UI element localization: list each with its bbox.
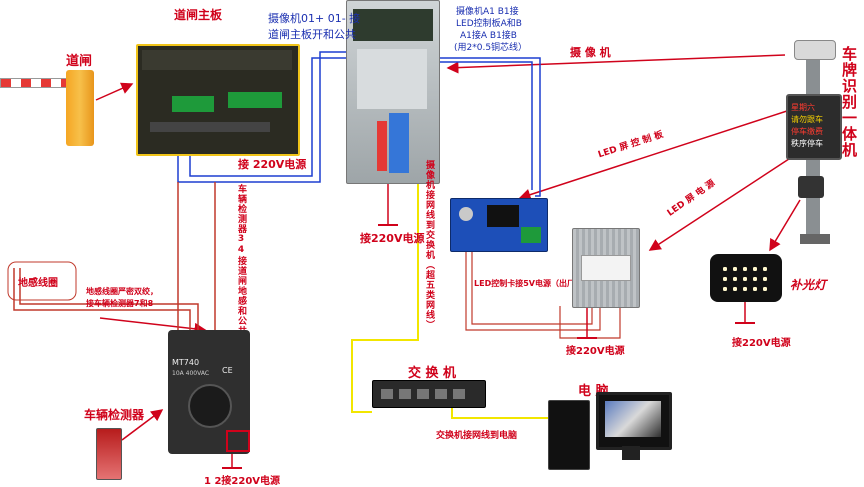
led-power-arrow — [648, 154, 796, 251]
switch-label: 交 换 机 — [408, 366, 457, 381]
pc-monitor-stand — [622, 446, 640, 460]
plate-unit-display: 星期六 请勿跟车 停车缴费 秩序停车 — [786, 94, 842, 160]
loop-wire — [13, 268, 191, 330]
camera-ab-3: A1接A B1接B — [460, 31, 517, 41]
yellow-cable-1 — [351, 80, 419, 413]
network-switch — [372, 380, 486, 408]
camera-ab-2: LED控制板A和B — [456, 19, 522, 29]
display-line-2: 请勿跟车 — [791, 115, 823, 124]
mt740-detector-base: MT740 10A 400VAC CE — [168, 330, 250, 454]
barrier-label: 道闸 — [66, 54, 93, 69]
loop-wire-2 — [19, 268, 199, 330]
barrier-board-title: 道闸主板 — [174, 8, 223, 22]
pc-tower — [548, 400, 590, 470]
camera-arrow — [446, 54, 786, 74]
camera-ab-1: 摄像机A1 B1接 — [456, 7, 519, 17]
switch-to-pc-label: 交换机接网线到电脑 — [436, 431, 518, 441]
power-label-light: 接220V电源 — [732, 338, 791, 349]
fill-light — [710, 254, 782, 302]
mt740-model: MT740 — [172, 358, 200, 367]
display-line-4: 秩序停车 — [791, 139, 823, 148]
plate-unit-light — [798, 176, 824, 198]
plate-unit-base — [800, 234, 830, 244]
power-label-barrier: 接 220V电源 — [238, 158, 307, 171]
loop-note-1: 地感线圈严密双绞， — [86, 287, 158, 296]
blue-wire-4 — [400, 61, 533, 190]
vehicle-detector-label: 车辆检测器 — [84, 408, 145, 422]
led-ctrl-arrow — [518, 109, 791, 201]
loop-coil-label: 地感线圈 — [18, 278, 58, 289]
detector-vertical-note: 车辆检测器34接道闸地感和公共 — [236, 184, 246, 336]
power-label-detector: 1 2接220V电源 — [204, 476, 281, 487]
camera-note-2: 道闸主板开和公共 — [268, 28, 356, 41]
loop-coil-box — [7, 261, 77, 301]
blue-wire-3 — [395, 57, 541, 197]
fill-light-arrow — [769, 199, 801, 252]
ce-mark: CE — [222, 366, 233, 375]
terminal-block-green — [172, 96, 214, 112]
red-wire-psu-2 — [471, 250, 593, 325]
mt740-spec: 10A 400VAC — [172, 370, 210, 377]
camera-note-1: 摄像机01+ 01- 接 — [268, 12, 361, 25]
detector-arrow — [121, 409, 164, 441]
power-label-psu: 接220V电源 — [566, 346, 625, 357]
power-label-column: 接220V电源 — [360, 232, 425, 245]
power-supply — [572, 228, 640, 308]
led-card-5v-label: LED控制卡接5V电源（出厂时已接） — [474, 279, 607, 288]
network-vertical-note: 摄像机接网线到交换机（超五类网线） — [424, 160, 434, 330]
pc-monitor — [596, 392, 672, 450]
camera-ab-4: (用2*0.5铜芯线） — [454, 43, 528, 53]
loop-note-2: 接车辆检测器7和8 — [86, 299, 154, 308]
barrier-arm — [0, 78, 72, 88]
red-wire-psu-3 — [559, 306, 621, 339]
led-control-board — [450, 198, 548, 252]
camera-device — [794, 40, 836, 60]
camera-label: 摄 像 机 — [570, 46, 611, 59]
display-line-3: 停车缴费 — [791, 127, 823, 136]
red-wire-psu-1 — [465, 250, 601, 331]
barrier-body — [66, 70, 94, 146]
vehicle-detector-device — [96, 428, 122, 480]
plate-unit-title: 车牌识别一体机 — [840, 46, 858, 158]
loop-arrow — [99, 317, 207, 335]
fill-light-label: 补光灯 — [790, 278, 827, 292]
barrier-arrow — [95, 82, 134, 101]
display-line-1: 星期六 — [791, 103, 815, 112]
barrier-board-photo — [136, 44, 300, 156]
column-photo — [346, 0, 440, 184]
